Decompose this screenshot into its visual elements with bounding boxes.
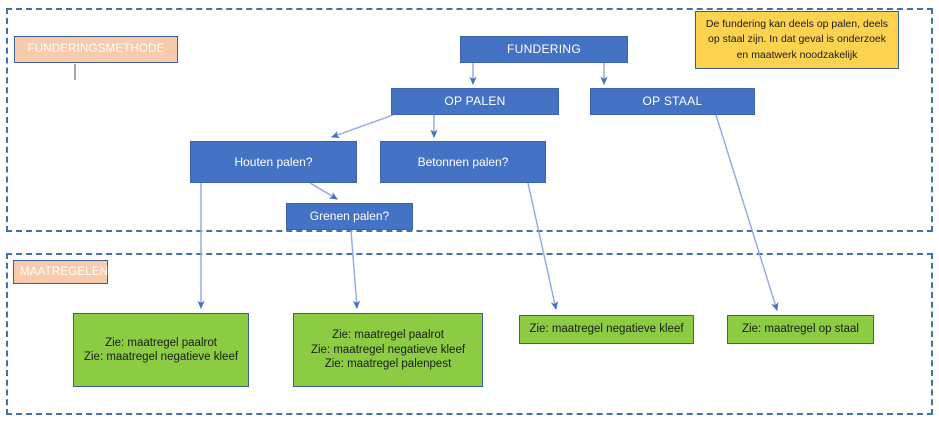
node-betonnen-palen-label: Betonnen palen? — [417, 154, 509, 169]
section-label-maatregelen: MAATREGELEN — [13, 260, 108, 284]
node-grenen-palen-label: Grenen palen? — [309, 209, 390, 223]
node-fundering[interactable]: FUNDERING — [460, 36, 628, 63]
section-maatregelen — [6, 253, 933, 415]
node-houten-palen-label: Houten palen? — [234, 154, 313, 169]
node-op-palen-label: OP PALEN — [444, 94, 506, 108]
section-label-funderingsmethode: FUNDERINGSMETHODE — [14, 36, 178, 63]
note-box-text: De fundering kan deels op palen, deels o… — [705, 18, 889, 61]
node-houten-palen[interactable]: Houten palen? — [190, 141, 357, 183]
outcome-box-betonnen-palen-text: Zie: maatregel negatieve kleef — [529, 323, 684, 336]
node-op-palen[interactable]: OP PALEN — [391, 88, 559, 115]
node-fundering-label: FUNDERING — [506, 42, 582, 56]
outcome-box-houten-palen-text: Zie: maatregel paalrot Zie: maatregel ne… — [83, 336, 239, 363]
outcome-box-betonnen-palen[interactable]: Zie: maatregel negatieve kleef — [519, 315, 694, 344]
outcome-box-houten-palen[interactable]: Zie: maatregel paalrot Zie: maatregel ne… — [73, 313, 249, 387]
outcome-box-op-staal[interactable]: Zie: maatregel op staal — [727, 315, 874, 344]
section-label-funderingsmethode-text: FUNDERINGSMETHODE — [27, 43, 165, 56]
section-label-maatregelen-text: MAATREGELEN — [20, 265, 109, 278]
node-op-staal-label: OP STAAL — [642, 94, 703, 108]
outcome-box-grenen-palen[interactable]: Zie: maatregel paalrot Zie: maatregel ne… — [293, 313, 483, 387]
node-betonnen-palen[interactable]: Betonnen palen? — [380, 141, 546, 183]
outcome-box-op-staal-text: Zie: maatregel op staal — [742, 323, 859, 336]
node-op-staal[interactable]: OP STAAL — [590, 88, 755, 115]
node-grenen-palen[interactable]: Grenen palen? — [286, 203, 413, 230]
section-funderingsmethode — [6, 8, 933, 232]
outcome-box-grenen-palen-text: Zie: maatregel paalrot Zie: maatregel ne… — [310, 329, 466, 371]
note-box-fundering-deels: De fundering kan deels op palen, deels o… — [695, 11, 899, 69]
